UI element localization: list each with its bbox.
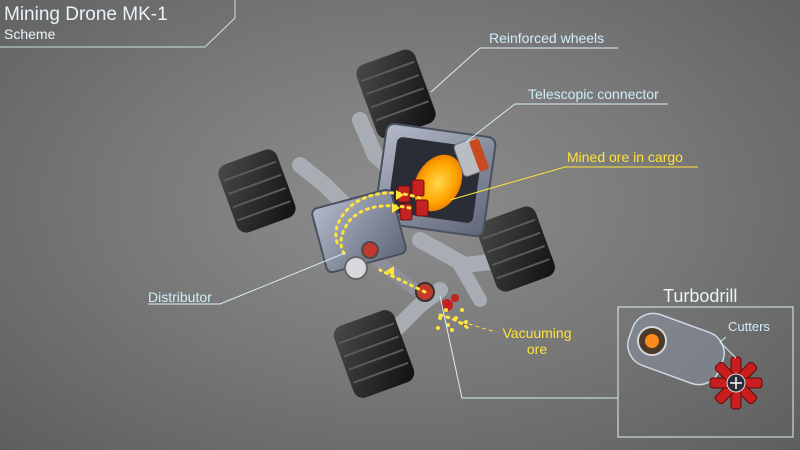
title-frame [0,0,236,48]
wheel-top [356,49,436,139]
cutter-star [709,356,763,410]
ore-blob [413,154,463,212]
inset-title: Turbodrill [663,286,738,306]
leader-telescopic-connector [465,103,668,143]
wheel-right [477,206,555,292]
distributor-housing [311,188,407,274]
leader-reinforced-wheels [430,47,618,93]
label-telescopic-connector: Telescopic connector [528,86,659,102]
leader-vacuuming [461,321,497,333]
leader-distributor [148,252,346,305]
turbodrill-inset [617,306,794,438]
label-cutters: Cutters [728,319,770,334]
distributor-gear [344,256,368,280]
leader-turbodrill [439,295,618,399]
label-mined-ore: Mined ore in cargo [567,149,683,165]
diagram-title: Mining Drone MK-1 [4,4,168,25]
label-distributor: Distributor [148,289,212,305]
wheel-left [218,149,296,233]
label-vacuuming-ore: Vacuuming ore [497,325,577,357]
label-vacuuming-line1: Vacuuming [502,325,572,341]
diagram-subtitle: Scheme [4,26,56,42]
label-vacuuming-line2: ore [526,341,548,357]
wheel-bottom [333,310,415,398]
vacuum-particles [436,308,468,332]
label-reinforced-wheels: Reinforced wheels [489,30,605,46]
leader-mined-ore [449,166,698,201]
telescopic-connector [453,137,489,177]
leader-lines [148,47,698,399]
